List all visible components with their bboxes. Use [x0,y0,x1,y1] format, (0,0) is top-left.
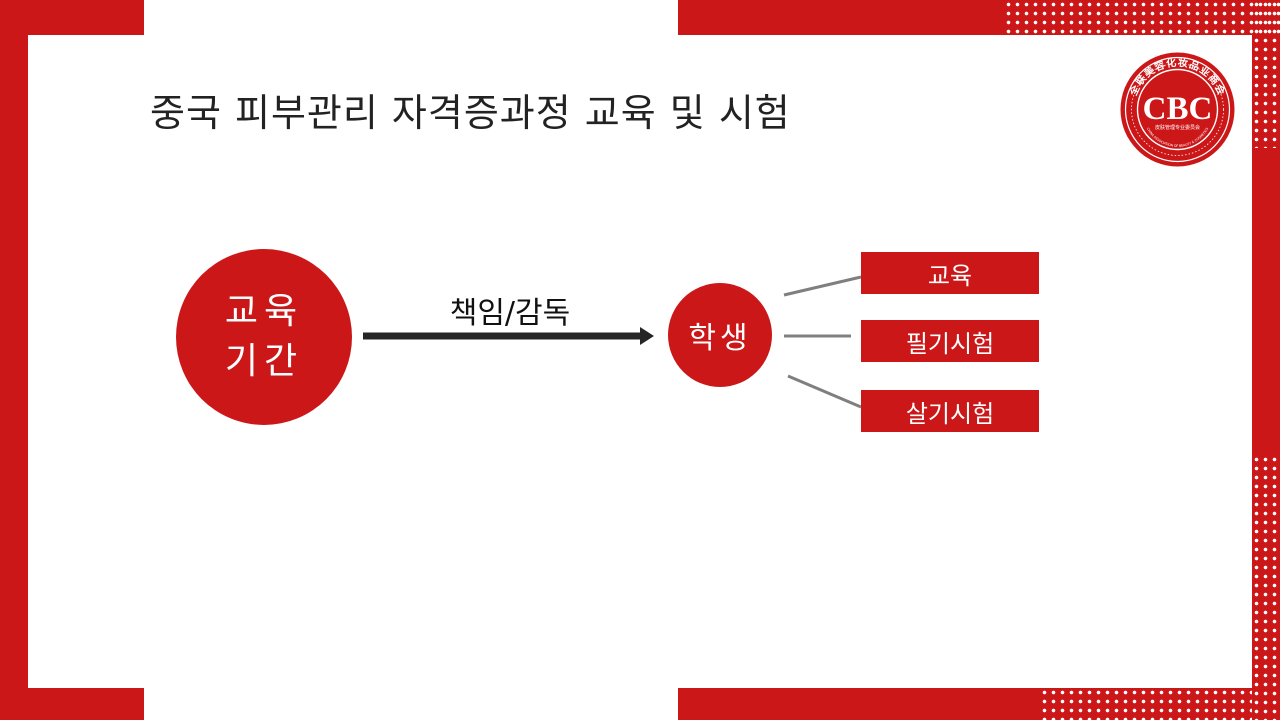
dot-pattern-right-top [1252,0,1280,148]
education-period-circle: 교육 기간 [176,249,352,425]
education-period-line1: 교육 [224,291,304,332]
student-circle: 학생 [668,283,772,387]
dot-pattern-right-bottom [1252,455,1280,720]
connector-line-3 [787,374,862,409]
cbc-logo: 全联美容化妆品业商会 CBC 皮肤管理专业委员会 CHINA ASSOCIATI… [1120,52,1235,167]
dot-pattern-top [1004,0,1280,35]
arrow-label: 책임/감독 [449,296,571,331]
education-period-line2: 기간 [224,341,304,382]
dot-pattern-bottom [1040,688,1252,720]
slide-title: 중국 피부관리 자격증과정 교육 및 시험 [150,91,791,135]
student-label: 학생 [688,321,752,356]
item-box-label: 필기시험 [905,329,995,358]
item-box-education: 교육 [861,252,1039,294]
responsibility-arrow-head [640,327,654,345]
frame-left-bar [0,0,28,720]
logo-letters: CBC [1143,91,1213,127]
frame-bottom-left-bar [0,688,144,720]
item-box-label: 살기시험 [905,399,995,428]
connector-line-1 [783,275,862,297]
item-box-label: 교육 [927,261,973,290]
logo-ring-text-bottom: 皮肤管理专业委员会 [1155,124,1200,131]
item-box-written-exam: 필기시험 [861,320,1039,362]
frame-top-left-bar [0,0,144,35]
item-box-practical-exam: 살기시험 [861,390,1039,432]
